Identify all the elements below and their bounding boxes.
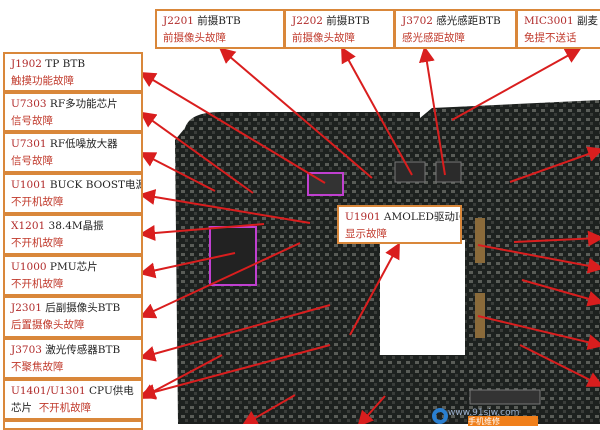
label-j2202: J2202 前摄BTB 前摄像头故障 [284, 9, 395, 49]
component-code: U1001 [11, 179, 47, 191]
fault-text: 前摄像头故障 [163, 32, 226, 44]
fault-text: 后置摄像头故障 [11, 319, 85, 331]
component-name: 感光感距BTB [432, 15, 501, 27]
fault-text: 触摸功能故障 [11, 75, 74, 87]
component-code: J2301 [11, 302, 42, 314]
label-u1901: U1901 AMOLED驱动IC 显示故障 [337, 205, 462, 244]
component-code: MIC3001 [524, 15, 574, 27]
fault-text: 感光感距故障 [402, 32, 465, 44]
fault-text: 不开机故障 [11, 237, 64, 249]
fault-text: 不开机故障 [11, 278, 64, 290]
watermark-logo [432, 408, 448, 424]
component-name: RF低噪放大器 [46, 138, 118, 150]
watermark-url: www.91sjw.com [448, 408, 520, 418]
label-j3702: J3702 感光感距BTB 感光感距故障 [394, 9, 517, 49]
label-j3703: J3703 激光传感器BTB 不聚焦故障 [3, 338, 143, 379]
fault-text: 前摄像头故障 [292, 32, 355, 44]
component-name: 激光传感器BTB [41, 344, 121, 356]
arrows [139, 46, 600, 424]
component-code: X1201 [11, 220, 46, 232]
component-name: RF多功能芯片 [46, 98, 118, 110]
component-code: J3703 [11, 344, 42, 356]
component-name: CPU供电 [85, 385, 134, 397]
label-u1401-u1301: U1401/U1301 CPU供电芯片 不开机故障 [3, 379, 143, 420]
label-cutoff [3, 420, 143, 430]
watermark-text: 手机维修 [468, 416, 538, 426]
component-name: AMOLED驱动IC [380, 211, 462, 223]
component-code: U7303 [11, 98, 47, 110]
fault-text: 不开机故障 [38, 402, 92, 414]
component-code: J2201 [163, 15, 194, 27]
pcb-board [175, 100, 600, 424]
component-name: 前摄BTB [193, 15, 241, 27]
component-code: U7301 [11, 138, 47, 150]
label-mic3001: MIC3001 副麦免提不送话 [516, 9, 600, 49]
component-name: 副麦 [573, 15, 598, 27]
label-j1902: J1902 TP BTB 触摸功能故障 [3, 52, 143, 92]
component-name: PMU芯片 [46, 261, 98, 273]
fault-text: 不聚焦故障 [11, 361, 64, 373]
fault-text: 显示故障 [345, 228, 387, 240]
fault-text: 信号故障 [11, 115, 53, 127]
label-u1000: U1000 PMU芯片不开机故障 [3, 255, 143, 296]
label-x1201: X1201 38.4M晶振不开机故障 [3, 214, 143, 255]
label-u7303: U7303 RF多功能芯片信号故障 [3, 92, 143, 132]
component-code: J2202 [292, 15, 323, 27]
fault-text: 免提不送话 [524, 32, 577, 44]
component-name: 后副摄像头BTB [41, 302, 121, 314]
component-code: J1902 [11, 58, 42, 70]
label-j2201: J2201 前摄BTB 前摄像头故障 [155, 9, 285, 49]
fault-text: 不开机故障 [11, 196, 64, 208]
component-name: 38.4M晶振 [45, 220, 104, 232]
label-u7301: U7301 RF低噪放大器信号故障 [3, 132, 143, 173]
component-name: BUCK BOOST电源 [46, 179, 143, 191]
label-u1001: U1001 BUCK BOOST电源不开机故障 [3, 173, 143, 214]
label-j2301: J2301 后副摄像头BTB 后置摄像头故障 [3, 296, 143, 338]
fault-text: 信号故障 [11, 155, 53, 167]
component-code: J3702 [402, 15, 433, 27]
component-code: U1000 [11, 261, 47, 273]
component-name-cont: 芯片 [11, 402, 32, 414]
component-code: U1901 [345, 211, 381, 223]
component-code: U1401/U1301 [11, 385, 86, 397]
component-name: 前摄BTB [322, 15, 370, 27]
component-name: TP BTB [41, 58, 86, 70]
